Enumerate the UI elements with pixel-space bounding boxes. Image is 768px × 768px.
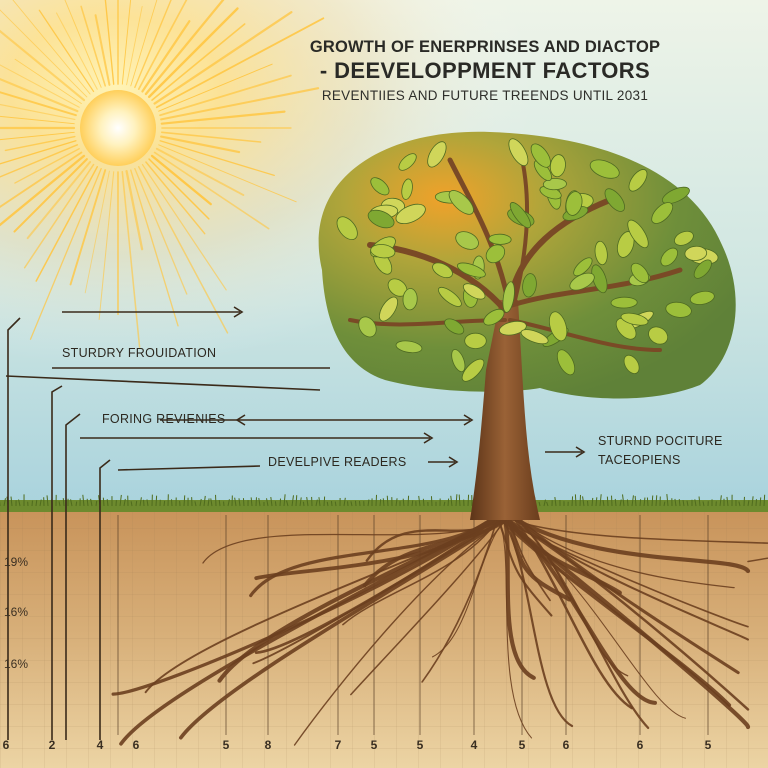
label-sturdy-line-1: STURND POCITURE xyxy=(598,434,723,448)
x-tick-label: 2 xyxy=(49,738,56,752)
y-tick-label: 16% xyxy=(4,657,28,671)
x-tick-label: 5 xyxy=(705,738,712,752)
y-tick-label: 16% xyxy=(4,605,28,619)
x-tick-label: 6 xyxy=(563,738,570,752)
label-foundation: STURDRY FROUIDATION xyxy=(62,346,216,360)
x-tick-label: 5 xyxy=(519,738,526,752)
subtitle: REVENTIIES AND FUTURE TREENDS UNTIL 2031 xyxy=(215,88,755,103)
x-tick-label: 4 xyxy=(471,738,478,752)
x-tick-label: 6 xyxy=(637,738,644,752)
label-forging: FORING REVIENIES xyxy=(102,412,226,426)
x-tick-label: 5 xyxy=(371,738,378,752)
y-tick-label: 19% xyxy=(4,555,28,569)
label-sturdy-line-2: TACEOPIENS xyxy=(598,453,681,467)
x-tick-label: 7 xyxy=(335,738,342,752)
x-tick-label: 4 xyxy=(97,738,104,752)
x-tick-label: 5 xyxy=(417,738,424,752)
x-tick-label: 5 xyxy=(223,738,230,752)
title-line-2: - DEEVELOPPMENT FACTORS xyxy=(215,58,755,84)
x-tick-label: 8 xyxy=(265,738,272,752)
label-readers: DEVELPIVE READERS xyxy=(268,455,406,469)
title-line-1: GROWTH OF ENERPRINSES AND DIACTOP xyxy=(215,38,755,57)
x-tick-label: 6 xyxy=(133,738,140,752)
x-tick-label: 6 xyxy=(3,738,10,752)
sun-icon xyxy=(80,90,156,166)
